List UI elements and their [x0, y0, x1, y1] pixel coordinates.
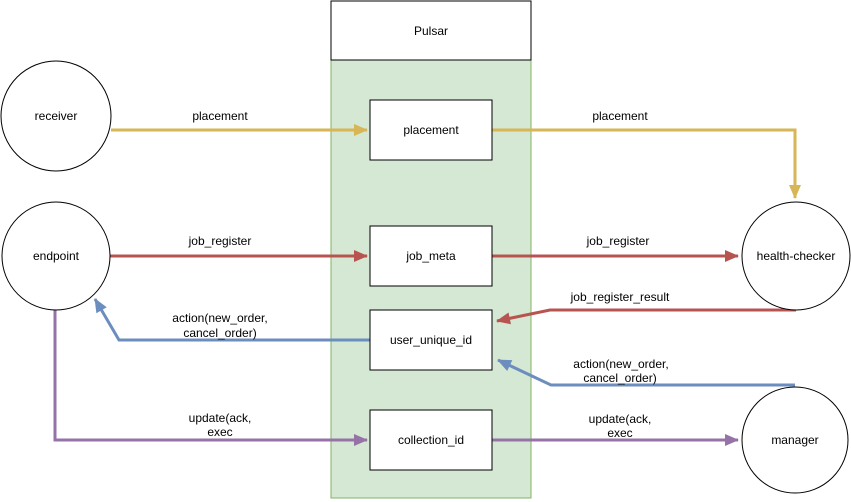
- node-endpoint: [1, 201, 111, 311]
- pulsar-title-box: [330, 0, 532, 61]
- edge-label-update-right-line1: update(ack,: [589, 412, 652, 426]
- node-placement-label: placement: [403, 123, 459, 137]
- edge-placement-to-health-checker: [492, 128, 801, 199]
- edge-label-placement-right: placement: [592, 109, 648, 123]
- edge-label-job-register-right: job_register: [586, 234, 650, 248]
- node-job-meta: [369, 225, 493, 287]
- edge-endpoint-to-collection-id: [53, 310, 368, 446]
- edge-label-action-left-line2: cancel_order): [183, 326, 256, 340]
- node-job-meta-label: job_meta: [405, 249, 456, 263]
- node-health-checker: [741, 201, 851, 311]
- node-collection-id-label: collection_id: [398, 433, 464, 447]
- node-collection-id: [369, 409, 493, 471]
- edge-health-checker-to-user-unique-id: [496, 308, 796, 325]
- edge-label-action-right-line1: action(new_order,: [573, 357, 668, 371]
- edge-label-placement-left: placement: [192, 109, 248, 123]
- edge-label-action-right-line2: cancel_order): [583, 371, 656, 385]
- edge-label-update-left-line1: update(ack,: [189, 411, 252, 425]
- node-manager: [741, 386, 849, 494]
- edge-label-update-left-line2: exec: [207, 425, 232, 439]
- edge-label-action-left-line1: action(new_order,: [172, 311, 267, 325]
- edge-label-job-register-left: job_register: [188, 234, 252, 248]
- edge-label-job-register-result: job_register_result: [570, 290, 670, 304]
- edge-label-update-right-line2: exec: [607, 426, 632, 440]
- node-receiver: [0, 60, 112, 172]
- node-placement: [369, 99, 493, 161]
- edge-manager-to-user-unique-id: [497, 358, 795, 387]
- node-receiver-label: receiver: [35, 109, 78, 123]
- edge-user-unique-id-to-endpoint: [93, 298, 370, 342]
- node-endpoint-label: endpoint: [33, 249, 80, 263]
- node-user-unique-id: [369, 309, 493, 371]
- node-manager-label: manager: [771, 433, 818, 447]
- node-user-unique-id-label: user_unique_id: [390, 333, 472, 347]
- pulsar-title: Pulsar: [414, 24, 448, 38]
- node-health-checker-label: health-checker: [757, 249, 836, 263]
